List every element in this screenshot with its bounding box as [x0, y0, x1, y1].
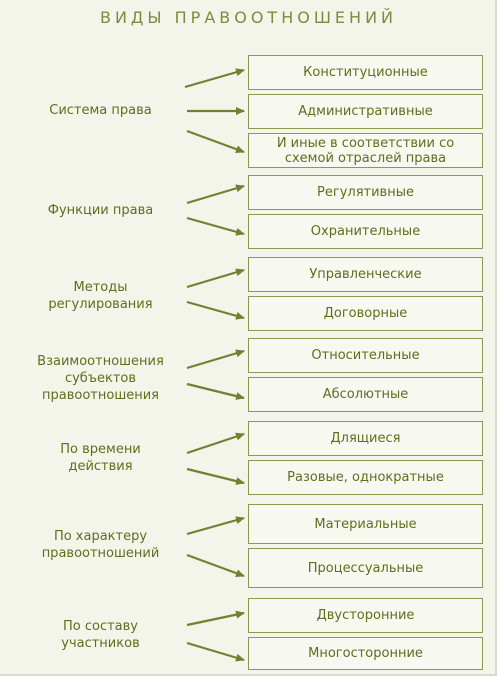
arrow: [186, 268, 245, 289]
type-box: Многосторонние: [248, 637, 483, 670]
arrow: [186, 129, 245, 154]
type-box: Регулятивные: [248, 175, 483, 210]
arrow: [184, 68, 245, 89]
arrow: [186, 553, 245, 578]
diagram-title: ВИДЫ ПРАВООТНОШЕНИЙ: [99, 8, 398, 27]
arrow: [186, 432, 245, 455]
type-box: И иные в соответствии со схемой отраслей…: [248, 133, 483, 168]
category-label-legal-system: Система права: [49, 103, 152, 118]
category-label-nature: По характеру правоотношений: [41, 529, 160, 561]
type-box: Управленческие: [248, 257, 483, 292]
category-label-law-functions: Функции права: [47, 203, 154, 218]
type-box: Относительные: [248, 338, 483, 373]
type-box: Процессуальные: [248, 548, 483, 588]
type-box: Материальные: [248, 504, 483, 544]
arrow: [186, 467, 245, 485]
arrow: [186, 382, 245, 400]
arrow: [186, 300, 245, 320]
type-box: Договорные: [248, 296, 483, 331]
category-label-subject-relations: Взаимоотношения субъектов правоотношения: [37, 354, 164, 403]
category-label-duration: По времени действия: [60, 442, 141, 474]
arrow: [186, 184, 245, 205]
arrow: [186, 610, 245, 627]
category-label-participants: По составу участников: [61, 619, 140, 651]
category-label-regulation-methods: Методы регулирования: [48, 280, 153, 312]
type-box: Охранительные: [248, 214, 483, 249]
arrow: [186, 349, 245, 370]
type-box: Административные: [248, 94, 483, 129]
type-box: Конституционные: [248, 55, 483, 90]
type-box: Двусторонние: [248, 598, 483, 633]
arrow: [186, 641, 245, 662]
arrow: [186, 516, 245, 536]
type-box: Разовые, однократные: [248, 460, 483, 495]
type-box: Абсолютные: [248, 377, 483, 412]
arrow: [186, 216, 245, 236]
type-box: Длящиеся: [248, 421, 483, 456]
